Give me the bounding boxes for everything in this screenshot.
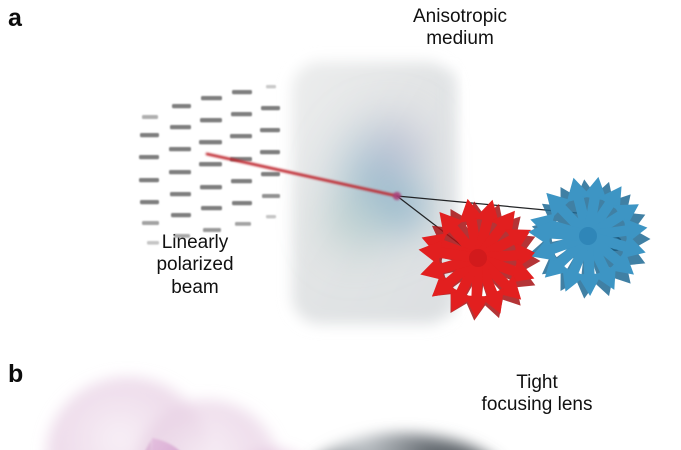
panel-a-artwork <box>139 62 651 324</box>
tight-focusing-lens-dome <box>330 434 480 450</box>
right-circular-arrow-burst <box>526 174 651 300</box>
panel-label-b: b <box>8 360 24 388</box>
pink-lobe-2 <box>139 400 277 450</box>
left-circular-arrow-burst <box>416 196 541 322</box>
linearly-polarized-beam-label: Linearly polarized beam <box>156 232 234 298</box>
incident-red-beam <box>205 152 399 198</box>
scattering-point <box>392 191 402 201</box>
anisotropic-medium-slab <box>292 62 456 324</box>
panel-label-a: a <box>8 4 22 32</box>
lens-highlight <box>332 438 432 450</box>
slab-inner-glow <box>300 98 446 278</box>
tight-focusing-lens-label: Tight focusing lens <box>481 372 593 416</box>
pink-petal-left <box>145 440 152 450</box>
anisotropic-medium-label: Anisotropic medium <box>413 6 507 50</box>
pink-petal-front <box>151 438 179 450</box>
linear-polarizer-dash-grid <box>139 85 280 245</box>
pink-polarization-lobes <box>46 377 277 450</box>
panel-b-artwork <box>46 377 480 450</box>
